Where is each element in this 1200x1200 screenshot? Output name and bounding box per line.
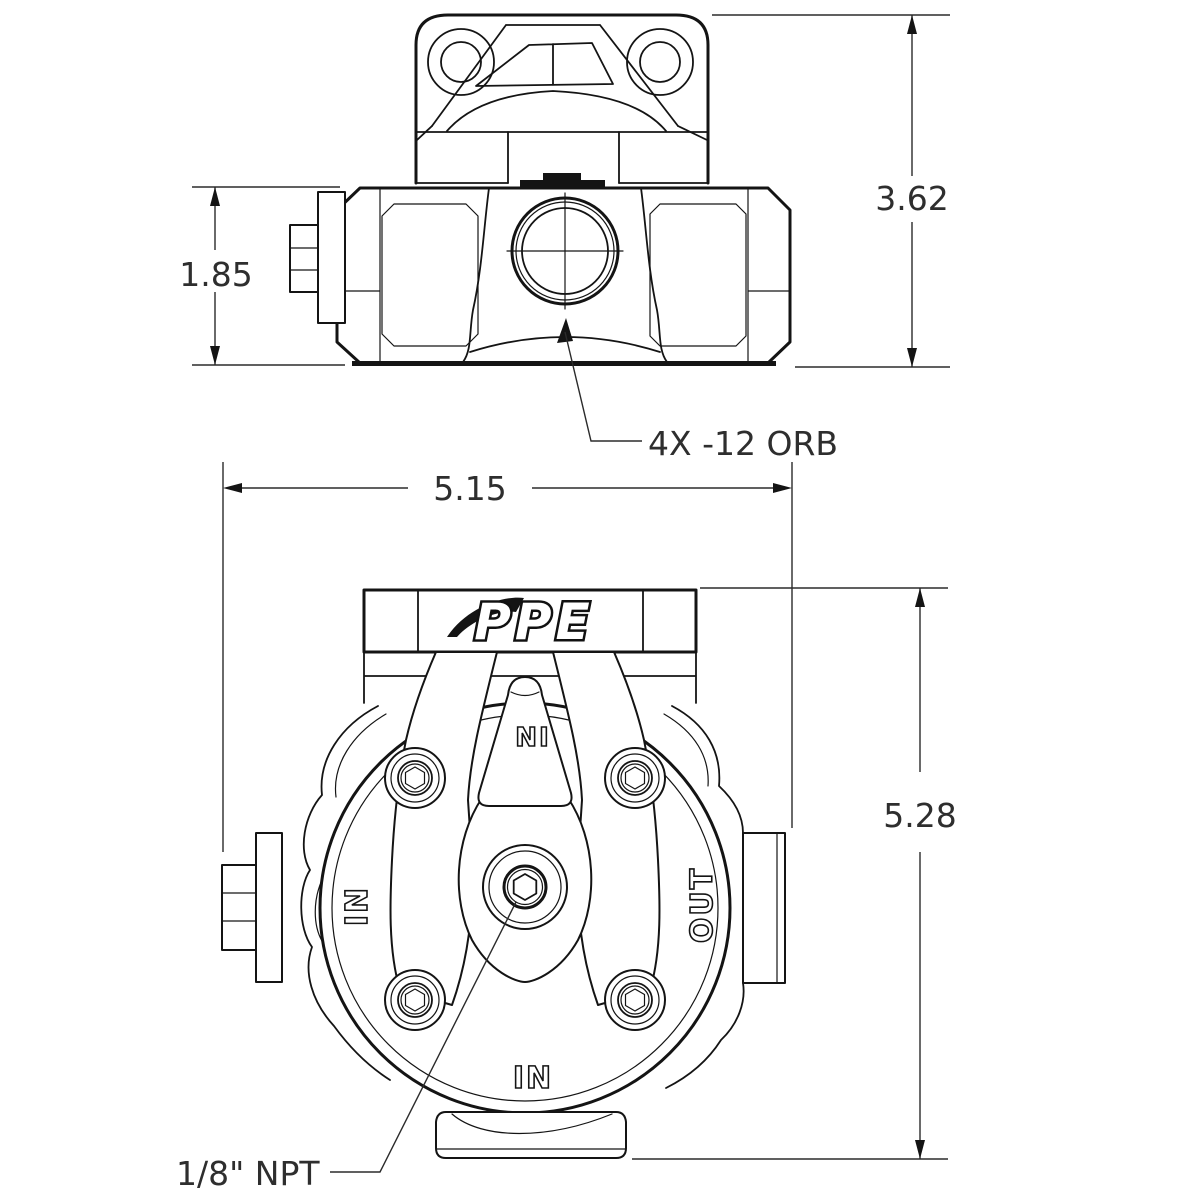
- dim-body-height: 1.85: [179, 186, 345, 366]
- flange-right-profile: [665, 705, 745, 1089]
- bracket-hole-right-inner: [639, 41, 681, 83]
- body-panel-dividers: [336, 187, 791, 364]
- bracket-window: [475, 42, 614, 87]
- bracket-web-diagonals: [431, 24, 679, 127]
- bracket-outline: [414, 13, 710, 185]
- bracket-hole-right-outer: [626, 28, 694, 96]
- bolt-upper-right: [604, 747, 666, 809]
- body-bottom-edge: [352, 361, 776, 366]
- logo-band-dividers: [417, 589, 644, 653]
- port-label-top: IN: [513, 720, 548, 750]
- bracket-window-front: [477, 676, 573, 807]
- bolt-upper-left: [384, 747, 446, 809]
- brand-logo: PPE: [474, 593, 593, 651]
- boss-right-edge: [640, 187, 668, 363]
- side-view: [289, 13, 792, 366]
- port-label-left: IN: [340, 886, 375, 926]
- front-fitting-hex: [221, 864, 257, 951]
- dim-front-height: 5.28: [632, 587, 957, 1160]
- dim-overall-height: 3.62: [712, 14, 950, 368]
- bracket-arch: [446, 90, 667, 132]
- gasket-strip: [520, 173, 605, 188]
- orb-label: 4X -12 ORB: [648, 424, 838, 463]
- right-tab: [742, 832, 786, 984]
- center-drain-plug: [482, 844, 568, 930]
- port-crosshair: [506, 192, 624, 310]
- bracket-corner-chamfers: [416, 125, 708, 141]
- bottom-tab-detail: [435, 1113, 627, 1150]
- port-label-right: OUT: [685, 867, 720, 943]
- bracket-window-cap-line: [510, 691, 540, 697]
- side-fitting-plate: [317, 191, 346, 324]
- bottom-tab: [435, 1111, 627, 1159]
- annotation-orb: 4X -12 ORB: [557, 318, 838, 463]
- npt-label: 1/8" NPT: [176, 1154, 320, 1193]
- front-fitting-plate: [255, 832, 283, 983]
- dim-label-5-15: 5.15: [433, 469, 506, 508]
- dim-label-3-62: 3.62: [875, 179, 948, 218]
- port-label-bottom: IN: [513, 1061, 553, 1096]
- dim-overall-width: 5.15: [222, 462, 793, 852]
- bracket-hole-left-inner: [440, 41, 482, 83]
- annotation-npt: 1/8" NPT: [176, 901, 517, 1193]
- front-fitting-facets: [221, 892, 257, 922]
- bracket-hole-left-outer: [427, 28, 495, 96]
- dim-label-1-85: 1.85: [179, 255, 252, 294]
- flange-right-inner: [663, 713, 709, 787]
- side-fitting-hex-facets: [289, 247, 319, 271]
- flange-left-profile: [300, 705, 391, 1081]
- bolt-lower-left: [384, 969, 446, 1031]
- bolt-lower-right: [604, 969, 666, 1031]
- bracket-leg-inner-edges: [507, 131, 620, 184]
- front-view: PPE: [221, 588, 786, 1159]
- boss-left-edge: [462, 187, 490, 363]
- left-panel-inset: [381, 203, 479, 347]
- logo-swoosh: [447, 597, 524, 637]
- dim-label-5-28: 5.28: [883, 796, 956, 835]
- right-panel-inset: [649, 203, 747, 347]
- orb-arrowhead: [557, 318, 573, 343]
- side-fitting-hex: [289, 224, 319, 293]
